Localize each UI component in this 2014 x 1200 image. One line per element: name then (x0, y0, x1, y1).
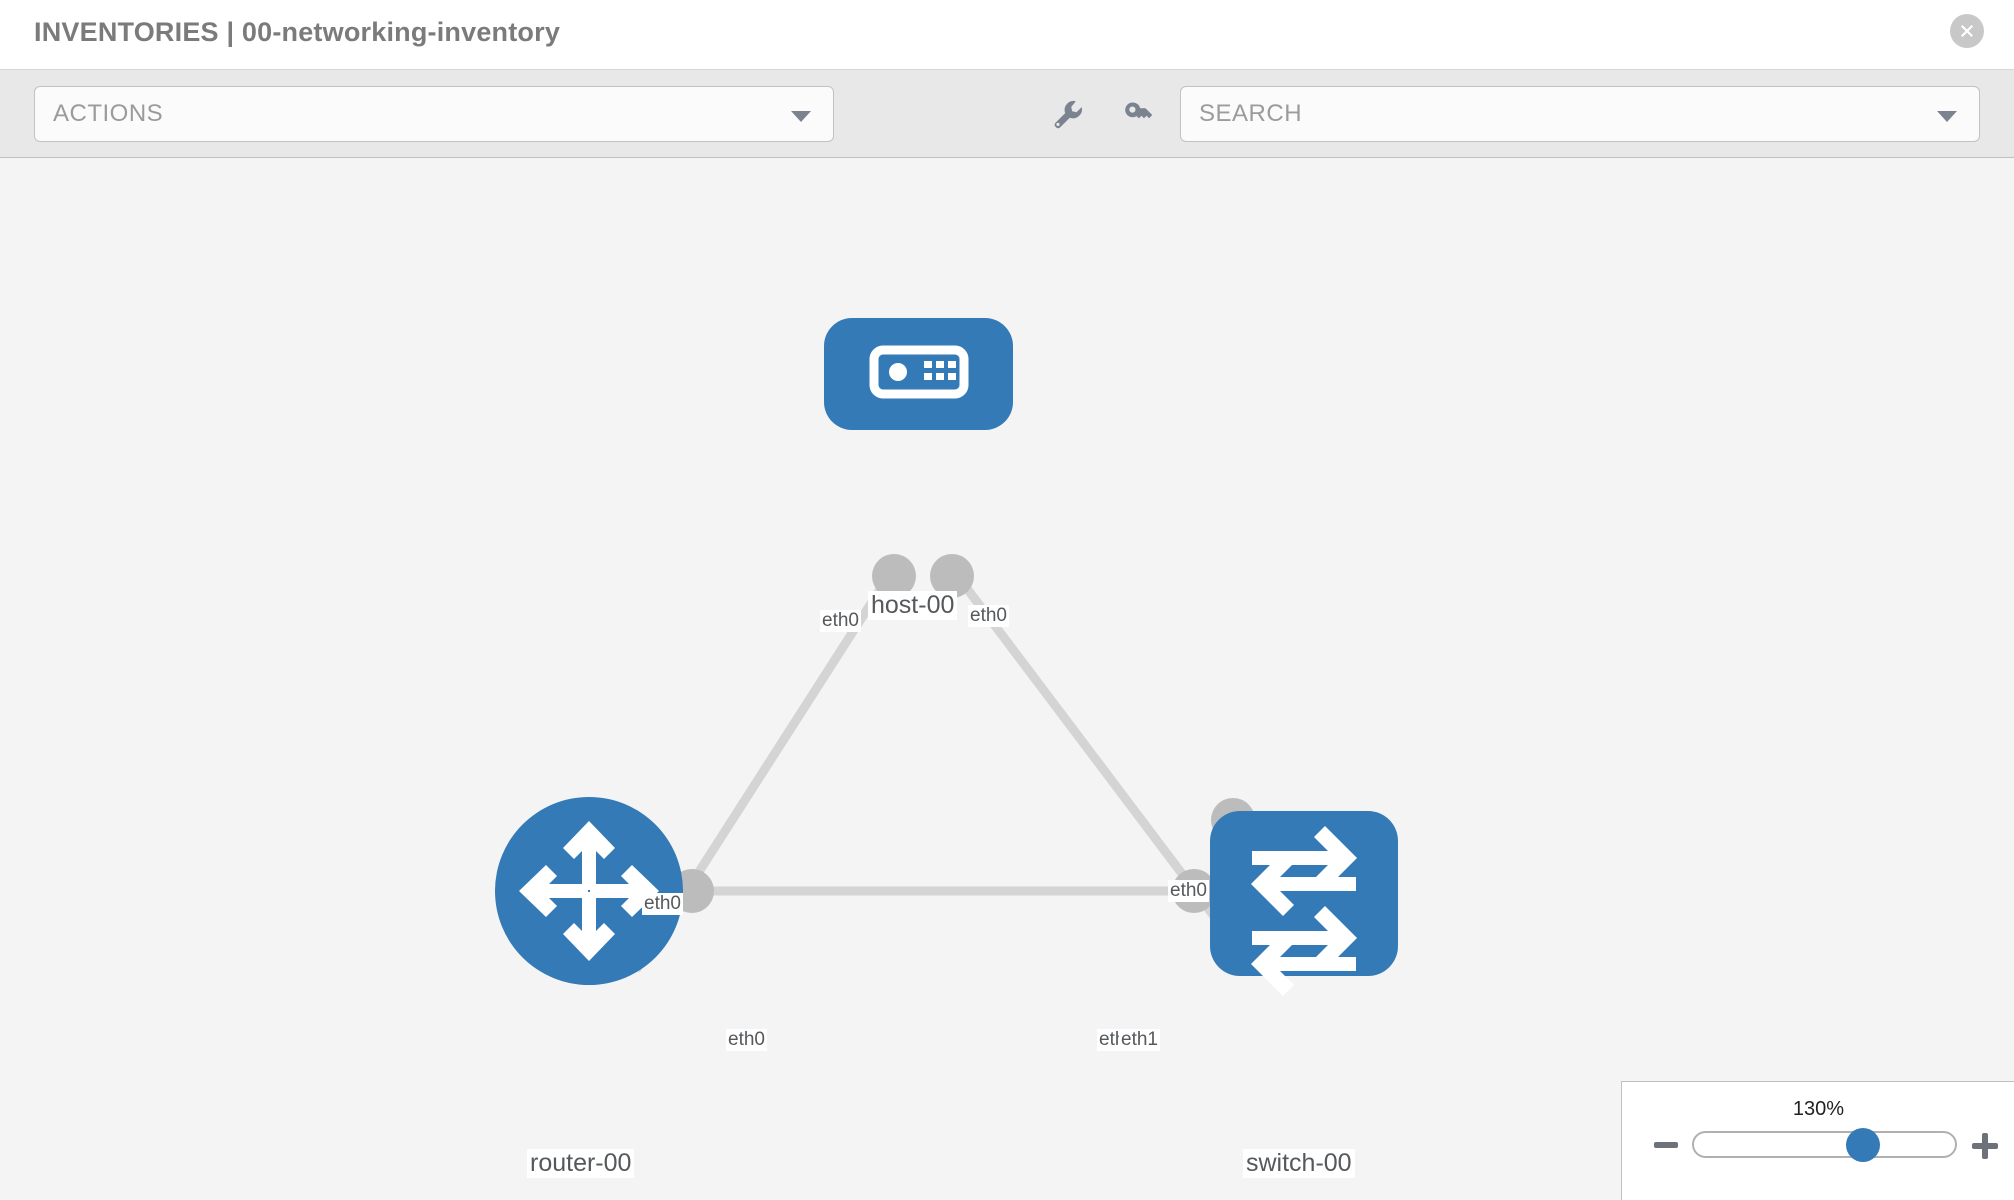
switch-arrows-icon (1251, 826, 1357, 996)
zoom-slider-thumb[interactable] (1846, 1128, 1880, 1162)
topology-canvas[interactable]: eth0 eth0 eth0 eth0 eth0 eth0 eth1 host-… (0, 158, 2014, 1200)
zoom-control-panel: 130% (1621, 1081, 2014, 1200)
chevron-down-icon[interactable] (1937, 111, 1957, 122)
node-router-00 (495, 797, 683, 985)
key-icon[interactable] (1116, 92, 1160, 136)
search-input[interactable]: SEARCH (1180, 86, 1980, 142)
actions-dropdown-label: ACTIONS (53, 100, 164, 127)
actions-dropdown[interactable]: ACTIONS (34, 86, 834, 142)
router-arrows-icon (519, 821, 659, 961)
interface-label: eth0 (820, 610, 861, 632)
node-label-host-00: host-00 (868, 591, 958, 620)
node-label-switch-00: switch-00 (1243, 1149, 1355, 1178)
interface-label: eth0 (642, 893, 683, 915)
server-icon (869, 345, 969, 399)
socket-host-left (872, 554, 916, 598)
wrench-icon[interactable] (1046, 92, 1090, 136)
node-switch-00 (1210, 811, 1398, 996)
page-header: INVENTORIES | 00-networking-inventory (0, 0, 2014, 70)
interface-label: eth0 (726, 1029, 767, 1051)
node-host-00 (824, 318, 1013, 430)
topology-edges (632, 563, 1242, 973)
close-icon[interactable] (1950, 14, 1984, 48)
topology-graph (495, 318, 1398, 996)
interface-label: eth1 (1119, 1029, 1160, 1051)
zoom-slider-track[interactable] (1692, 1131, 1957, 1158)
zoom-percent-label: 130% (1792, 1098, 1845, 1120)
node-label-router-00: router-00 (527, 1149, 635, 1178)
toolbar: ACTIONS SEARCH (0, 70, 2014, 158)
minus-icon[interactable] (1654, 1142, 1678, 1148)
plus-icon[interactable] (1972, 1133, 1998, 1159)
page-title: INVENTORIES | 00-networking-inventory (34, 17, 561, 47)
interface-label: eth0 (1168, 880, 1209, 902)
socket-host-right (930, 554, 974, 598)
interface-label: eth0 (968, 605, 1009, 627)
chevron-down-icon (791, 111, 811, 122)
search-placeholder: SEARCH (1199, 100, 1303, 127)
